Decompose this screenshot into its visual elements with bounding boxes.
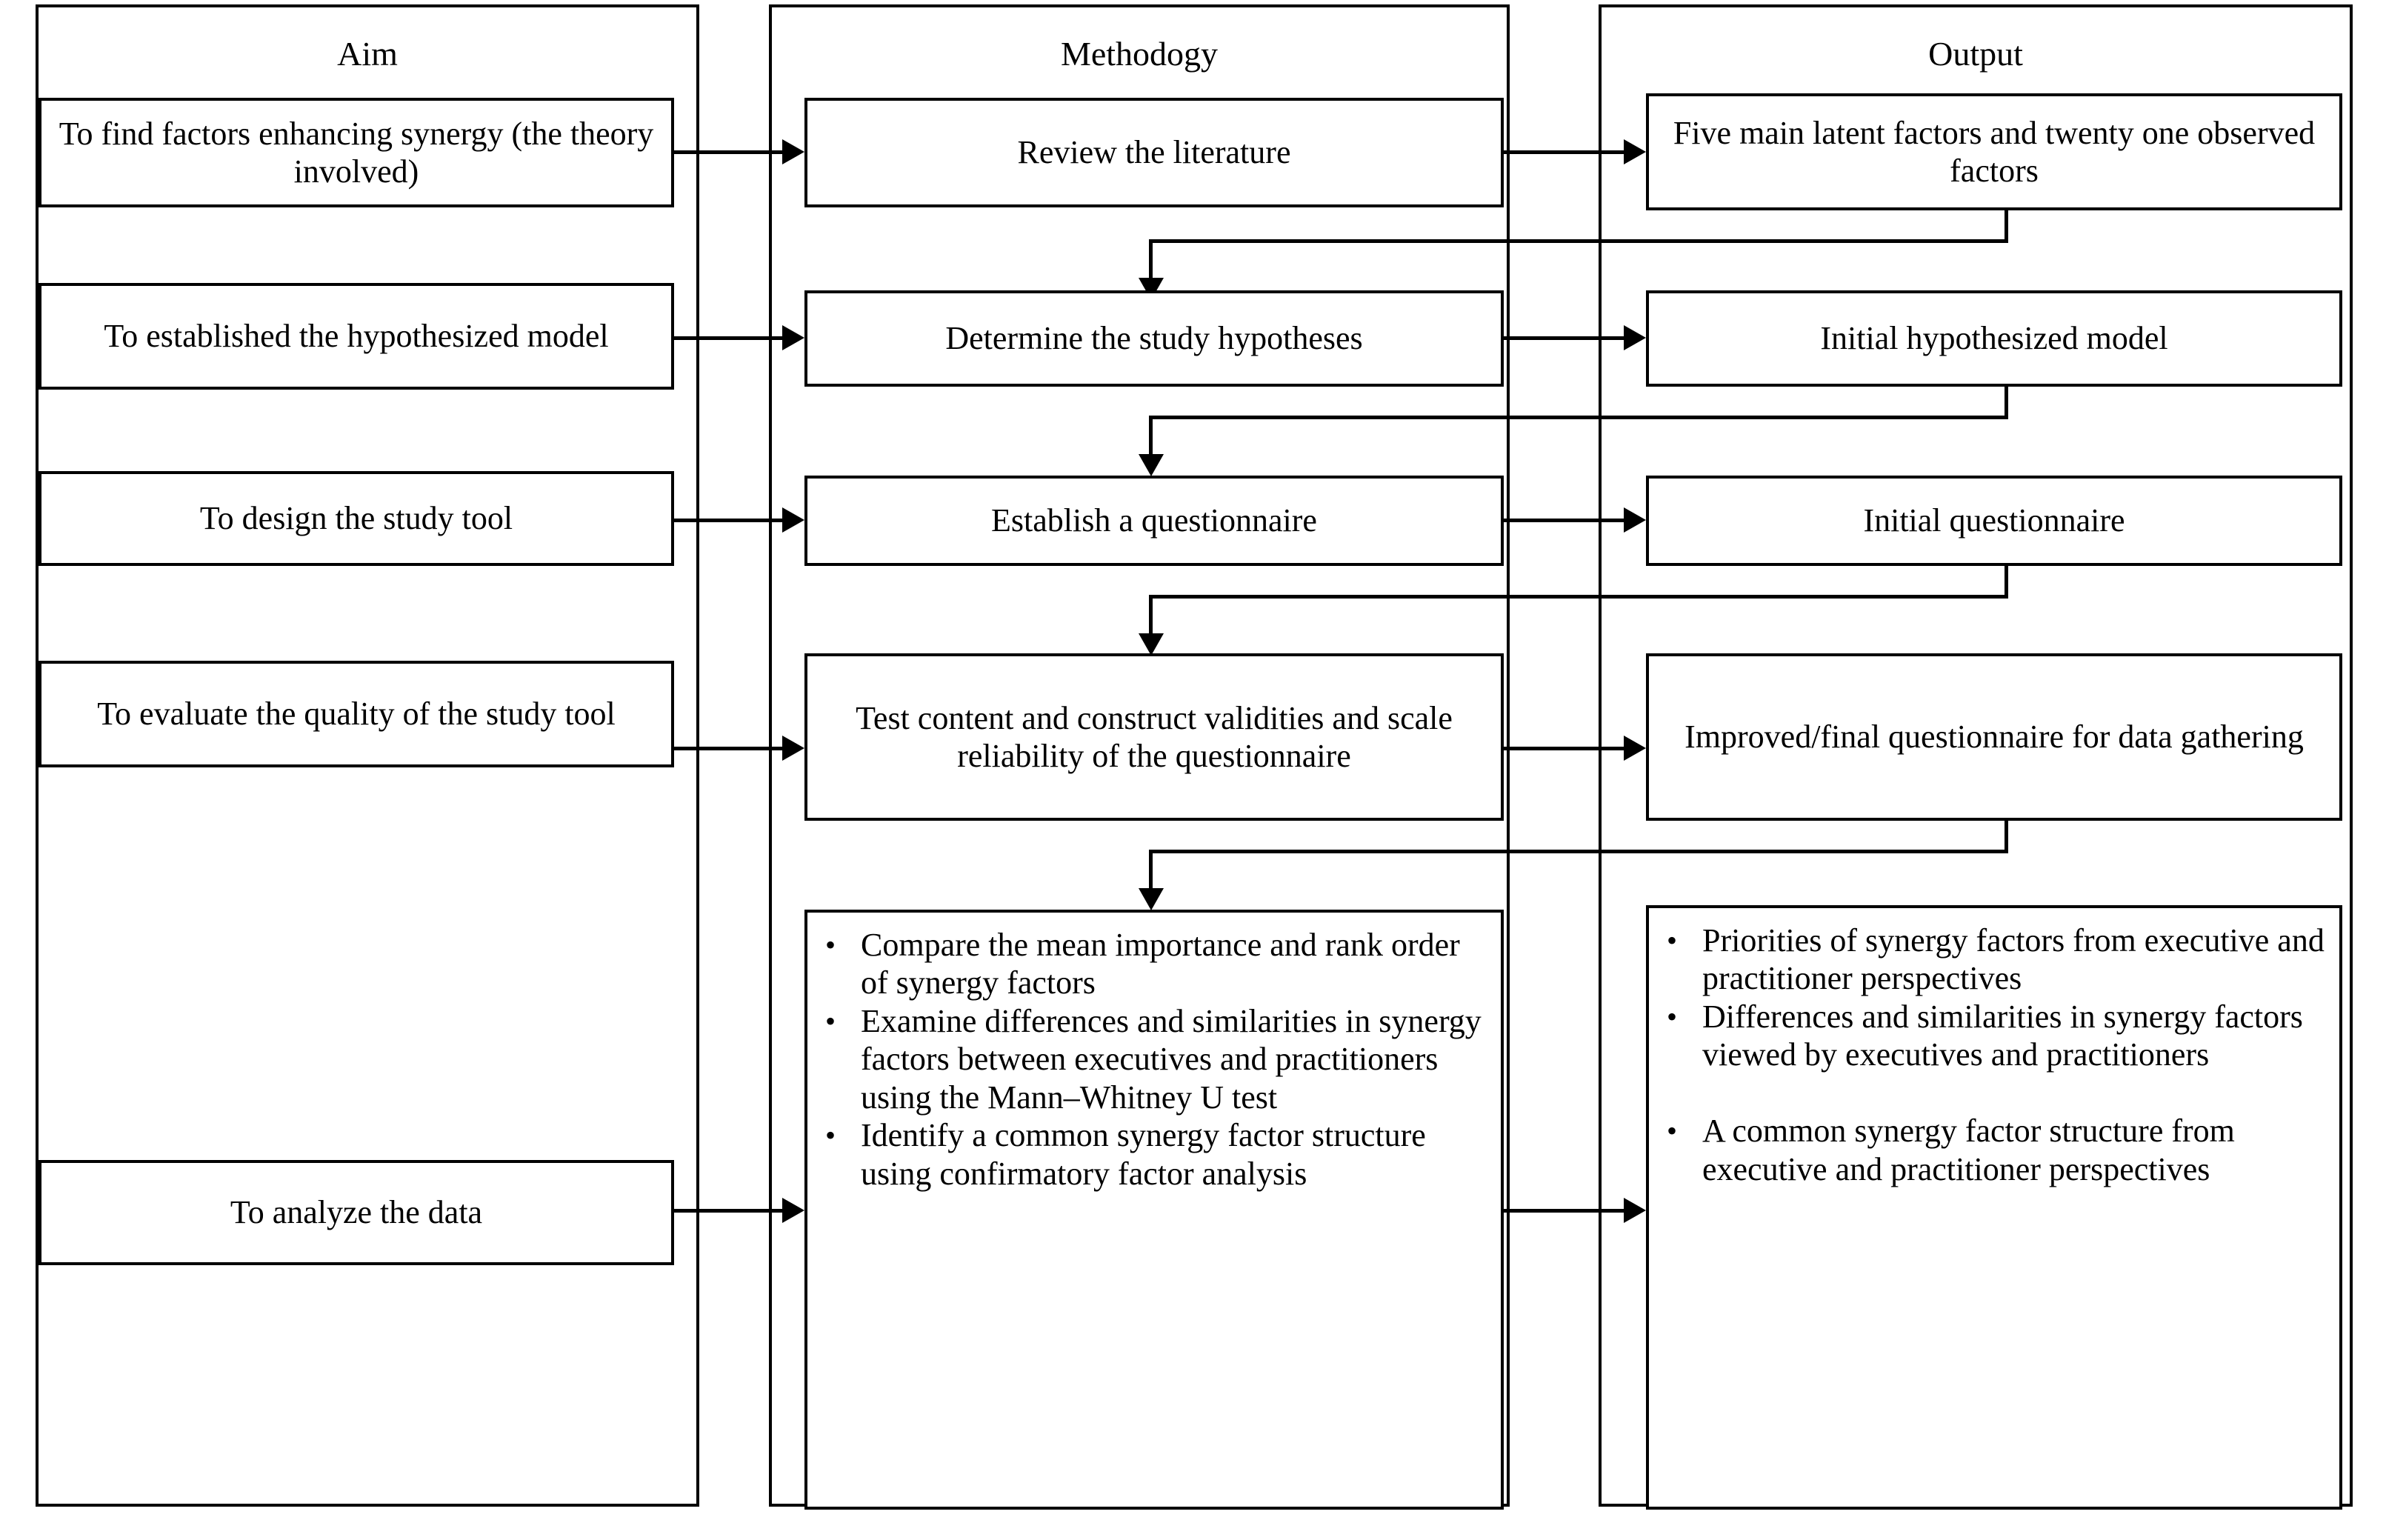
panel-title-aim: Aim: [337, 35, 398, 73]
methodology-box-2[interactable]: Determine the study hypotheses: [804, 290, 1504, 387]
methodology-box-3[interactable]: Establish a questionnaire: [804, 476, 1504, 566]
connector-aim4-to-methodology4: [674, 747, 784, 750]
methodology-box-4-label: Test content and construct validities an…: [856, 699, 1453, 774]
bullet-icon: •: [825, 928, 836, 961]
aim-box-2-label: To established the hypothesized model: [104, 318, 609, 355]
list-item: • Differences and similarities in synerg…: [1661, 998, 2327, 1074]
feedback2-down-into-methodology3: [1149, 416, 1153, 457]
feedback4-horizontal: [1149, 850, 2008, 853]
arrowhead-output1: [1624, 139, 1646, 164]
list-item-label: Differences and similarities in synergy …: [1702, 998, 2303, 1073]
list-item: • A common synergy factor structure from…: [1661, 1112, 2327, 1188]
methodology-box-1-label: Review the literature: [1017, 134, 1291, 171]
aim-box-4-label: To evaluate the quality of the study too…: [97, 696, 616, 733]
arrowhead-methodology5-top: [1139, 888, 1164, 910]
aim-box-1[interactable]: To find factors enhancing synergy (the t…: [39, 98, 674, 207]
aim-box-2[interactable]: To established the hypothesized model: [39, 283, 674, 390]
feedback3-down-into-methodology4: [1149, 595, 1153, 636]
feedback1-down-into-methodology2: [1149, 239, 1153, 281]
methodology-box-1[interactable]: Review the literature: [804, 98, 1504, 207]
output-box-3[interactable]: Initial questionnaire: [1646, 476, 2342, 566]
bullet-icon: •: [825, 1004, 836, 1038]
bullet-icon: •: [825, 1119, 836, 1153]
methodology-box-4[interactable]: Test content and construct validities an…: [804, 653, 1504, 821]
output-box-4-label: Improved/final questionnaire for data ga…: [1684, 719, 2304, 756]
aim-box-5-label: To analyze the data: [230, 1194, 483, 1231]
feedback4-down-into-methodology5: [1149, 850, 1153, 891]
connector-methodology3-to-output3: [1504, 519, 1624, 522]
methodology-box-2-label: Determine the study hypotheses: [945, 320, 1363, 357]
arrowhead-methodology3: [782, 507, 804, 533]
output-bullet-list: • Priorities of synergy factors from exe…: [1661, 921, 2327, 1188]
methodology-bullet-list: • Compare the mean importance and rank o…: [819, 926, 1489, 1193]
feedback3-down-from-output3: [2005, 566, 2008, 599]
arrowhead-methodology2: [782, 325, 804, 350]
aim-box-3[interactable]: To design the study tool: [39, 471, 674, 566]
output-box-4[interactable]: Improved/final questionnaire for data ga…: [1646, 653, 2342, 821]
connector-methodology2-to-output2: [1504, 336, 1624, 340]
list-item-label: A common synergy factor structure from e…: [1702, 1113, 2235, 1187]
feedback2-down-from-output2: [2005, 387, 2008, 419]
feedback1-down-from-output1: [2005, 210, 2008, 243]
bullet-icon: •: [1667, 924, 1678, 957]
list-item-label: Identify a common synergy factor structu…: [861, 1117, 1426, 1192]
arrowhead-methodology5: [782, 1198, 804, 1223]
aim-box-1-label: To find factors enhancing synergy (the t…: [59, 115, 654, 190]
bullet-icon: •: [1667, 999, 1678, 1033]
list-item-label: Priorities of synergy factors from execu…: [1702, 922, 2325, 997]
arrowhead-methodology4-top: [1139, 633, 1164, 656]
methodology-box-5[interactable]: • Compare the mean importance and rank o…: [804, 910, 1504, 1510]
list-item-label: Examine differences and similarities in …: [861, 1002, 1482, 1116]
arrowhead-output5: [1624, 1198, 1646, 1223]
arrowhead-methodology4: [782, 736, 804, 761]
feedback3-horizontal: [1149, 595, 2008, 599]
panel-aim: [36, 4, 699, 1507]
output-box-1-label: Five main latent factors and twenty one …: [1673, 114, 2316, 189]
output-box-2[interactable]: Initial hypothesized model: [1646, 290, 2342, 387]
connector-methodology5-to-output5: [1504, 1209, 1624, 1213]
feedback1-horizontal: [1149, 239, 2008, 243]
connector-aim2-to-methodology2: [674, 336, 784, 340]
output-box-2-label: Initial hypothesized model: [1820, 320, 2168, 357]
arrowhead-output3: [1624, 507, 1646, 533]
connector-aim1-to-methodology1: [674, 150, 784, 154]
feedback2-horizontal: [1149, 416, 2008, 419]
connector-methodology4-to-output4: [1504, 747, 1624, 750]
arrowhead-output4: [1624, 736, 1646, 761]
panel-title-output: Output: [1928, 35, 2023, 73]
connector-aim3-to-methodology3: [674, 519, 784, 522]
list-item: • Examine differences and similarities i…: [819, 1002, 1489, 1116]
output-box-1[interactable]: Five main latent factors and twenty one …: [1646, 93, 2342, 210]
list-item: • Compare the mean importance and rank o…: [819, 926, 1489, 1002]
arrowhead-methodology3-top: [1139, 454, 1164, 476]
list-item-label: Compare the mean importance and rank ord…: [861, 927, 1460, 1001]
methodology-box-3-label: Establish a questionnaire: [991, 502, 1317, 539]
connector-methodology1-to-output1: [1504, 150, 1624, 154]
panel-title-methodology: Methodogy: [1060, 35, 1219, 73]
arrowhead-output2: [1624, 325, 1646, 350]
feedback4-down-from-output4: [2005, 821, 2008, 853]
bullet-icon: •: [1667, 1114, 1678, 1148]
aim-box-5[interactable]: To analyze the data: [39, 1160, 674, 1265]
aim-box-4[interactable]: To evaluate the quality of the study too…: [39, 661, 674, 767]
arrowhead-methodology1: [782, 139, 804, 164]
connector-aim5-to-methodology5: [674, 1209, 784, 1213]
list-item: • Priorities of synergy factors from exe…: [1661, 921, 2327, 998]
aim-box-3-label: To design the study tool: [199, 500, 513, 537]
output-box-5[interactable]: • Priorities of synergy factors from exe…: [1646, 905, 2342, 1510]
output-box-3-label: Initial questionnaire: [1863, 502, 2125, 539]
list-item: • Identify a common synergy factor struc…: [819, 1116, 1489, 1193]
